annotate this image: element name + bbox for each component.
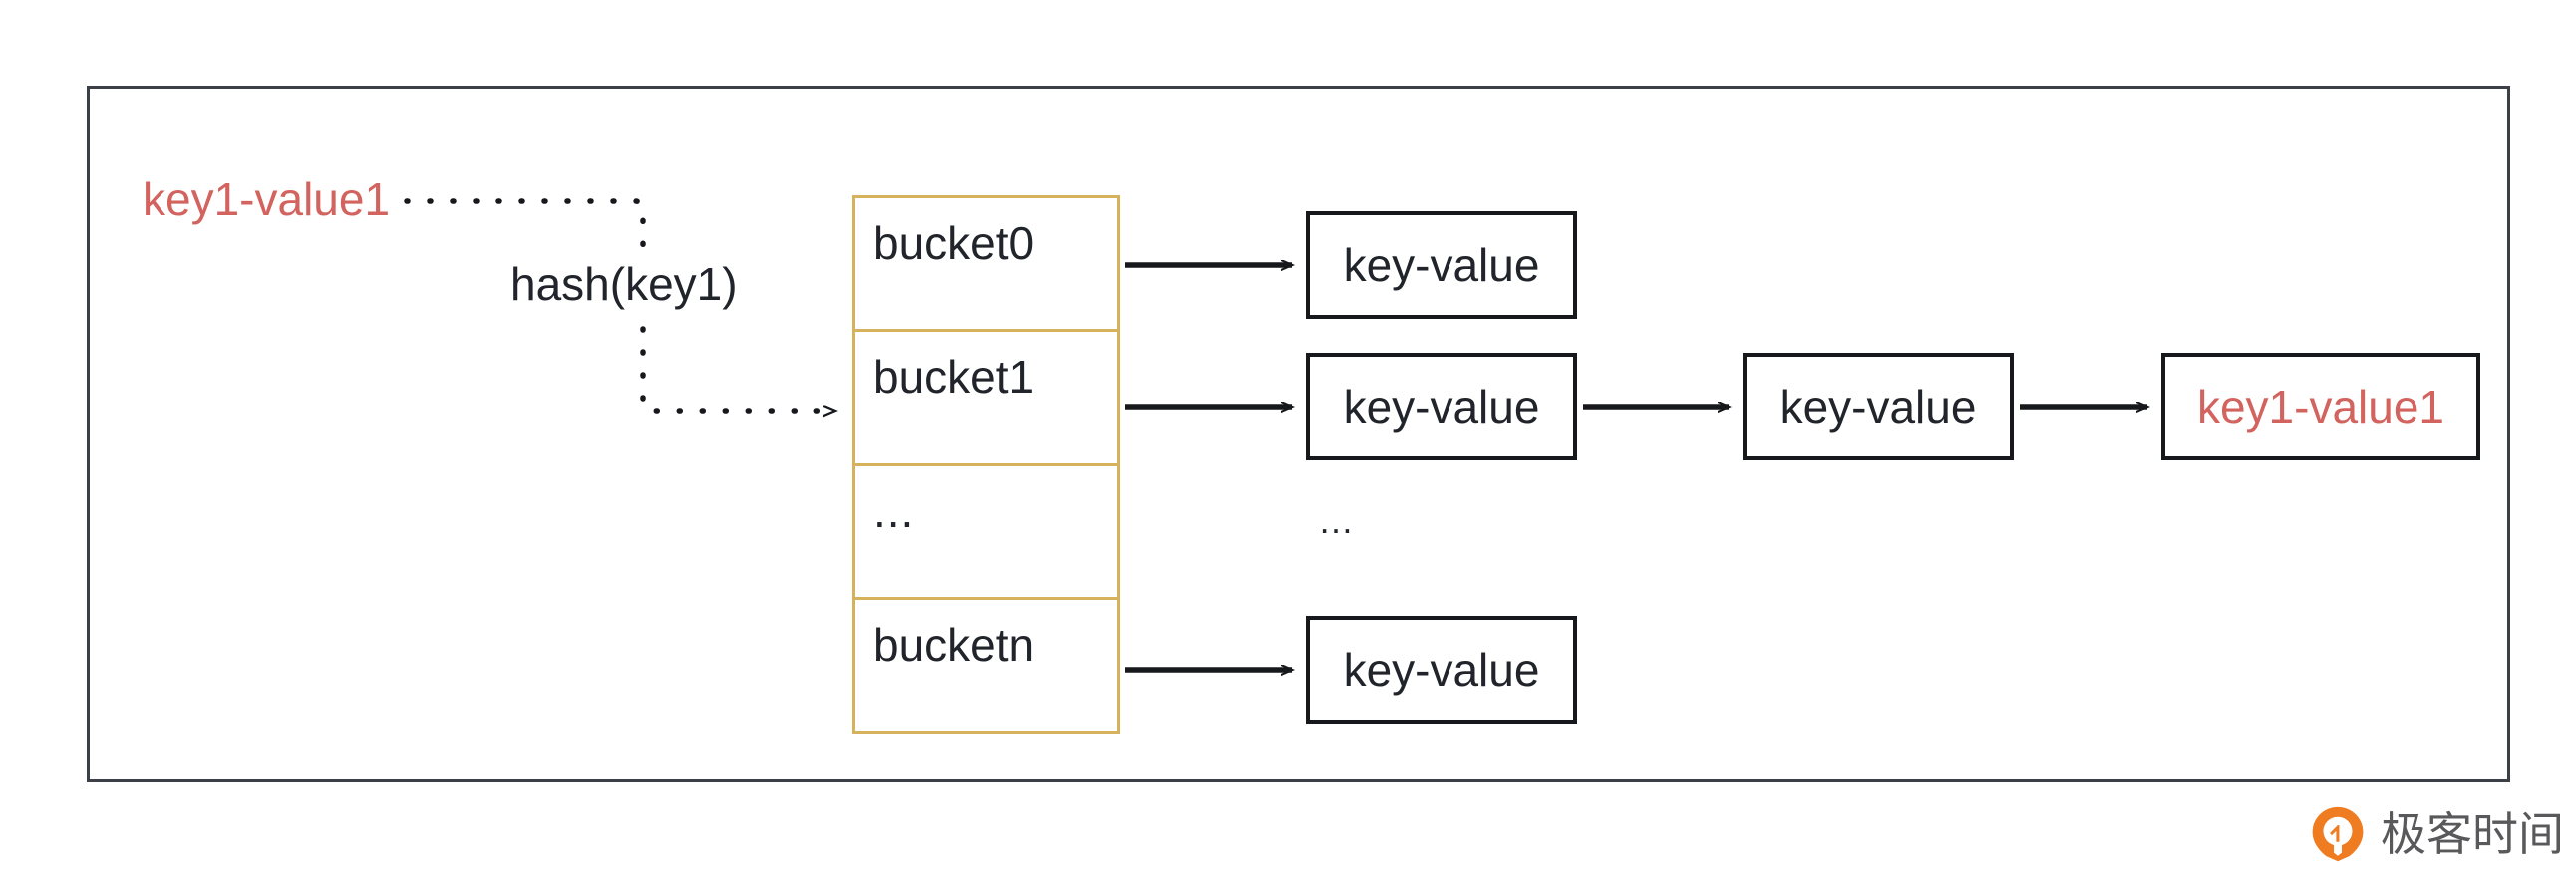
bucket-table: bucket0 bucket1 ... bucketn — [852, 195, 1120, 734]
chain-node-label: key-value — [1779, 381, 1977, 433]
source-key-value-label: key1-value1 — [143, 173, 391, 225]
chain-node-label: key1-value1 — [2196, 381, 2445, 433]
hash-function-label: hash(key1) — [510, 258, 738, 310]
chain-ellipsis: … — [1318, 500, 1356, 541]
chain-node[interactable]: key-value — [1306, 616, 1577, 724]
chain-node-label: key-value — [1343, 644, 1540, 696]
chain-node[interactable]: key-value — [1306, 353, 1577, 460]
chain-node[interactable]: key-value — [1743, 353, 2014, 460]
geektime-logo-icon — [2312, 806, 2364, 862]
bucket-row[interactable]: bucketn — [855, 599, 1117, 731]
chain-node-highlighted[interactable]: key1-value1 — [2161, 353, 2480, 460]
bucket-row[interactable]: ... — [855, 465, 1117, 600]
chain-node-label: key-value — [1343, 239, 1540, 291]
watermark: 极客时间 — [2309, 803, 2564, 865]
watermark-text: 极客时间 — [2381, 807, 2564, 861]
chain-node-label: key-value — [1343, 381, 1540, 433]
bucket-label: bucket1 — [873, 351, 1035, 404]
bucket-label: bucket0 — [873, 217, 1035, 269]
diagram-frame — [87, 86, 2510, 782]
bucket-row[interactable]: bucket1 — [855, 332, 1117, 466]
bucket-label: bucketn — [873, 618, 1035, 671]
chain-node[interactable]: key-value — [1306, 211, 1577, 319]
bucket-label: ... — [873, 484, 915, 537]
bucket-row[interactable]: bucket0 — [855, 198, 1117, 333]
